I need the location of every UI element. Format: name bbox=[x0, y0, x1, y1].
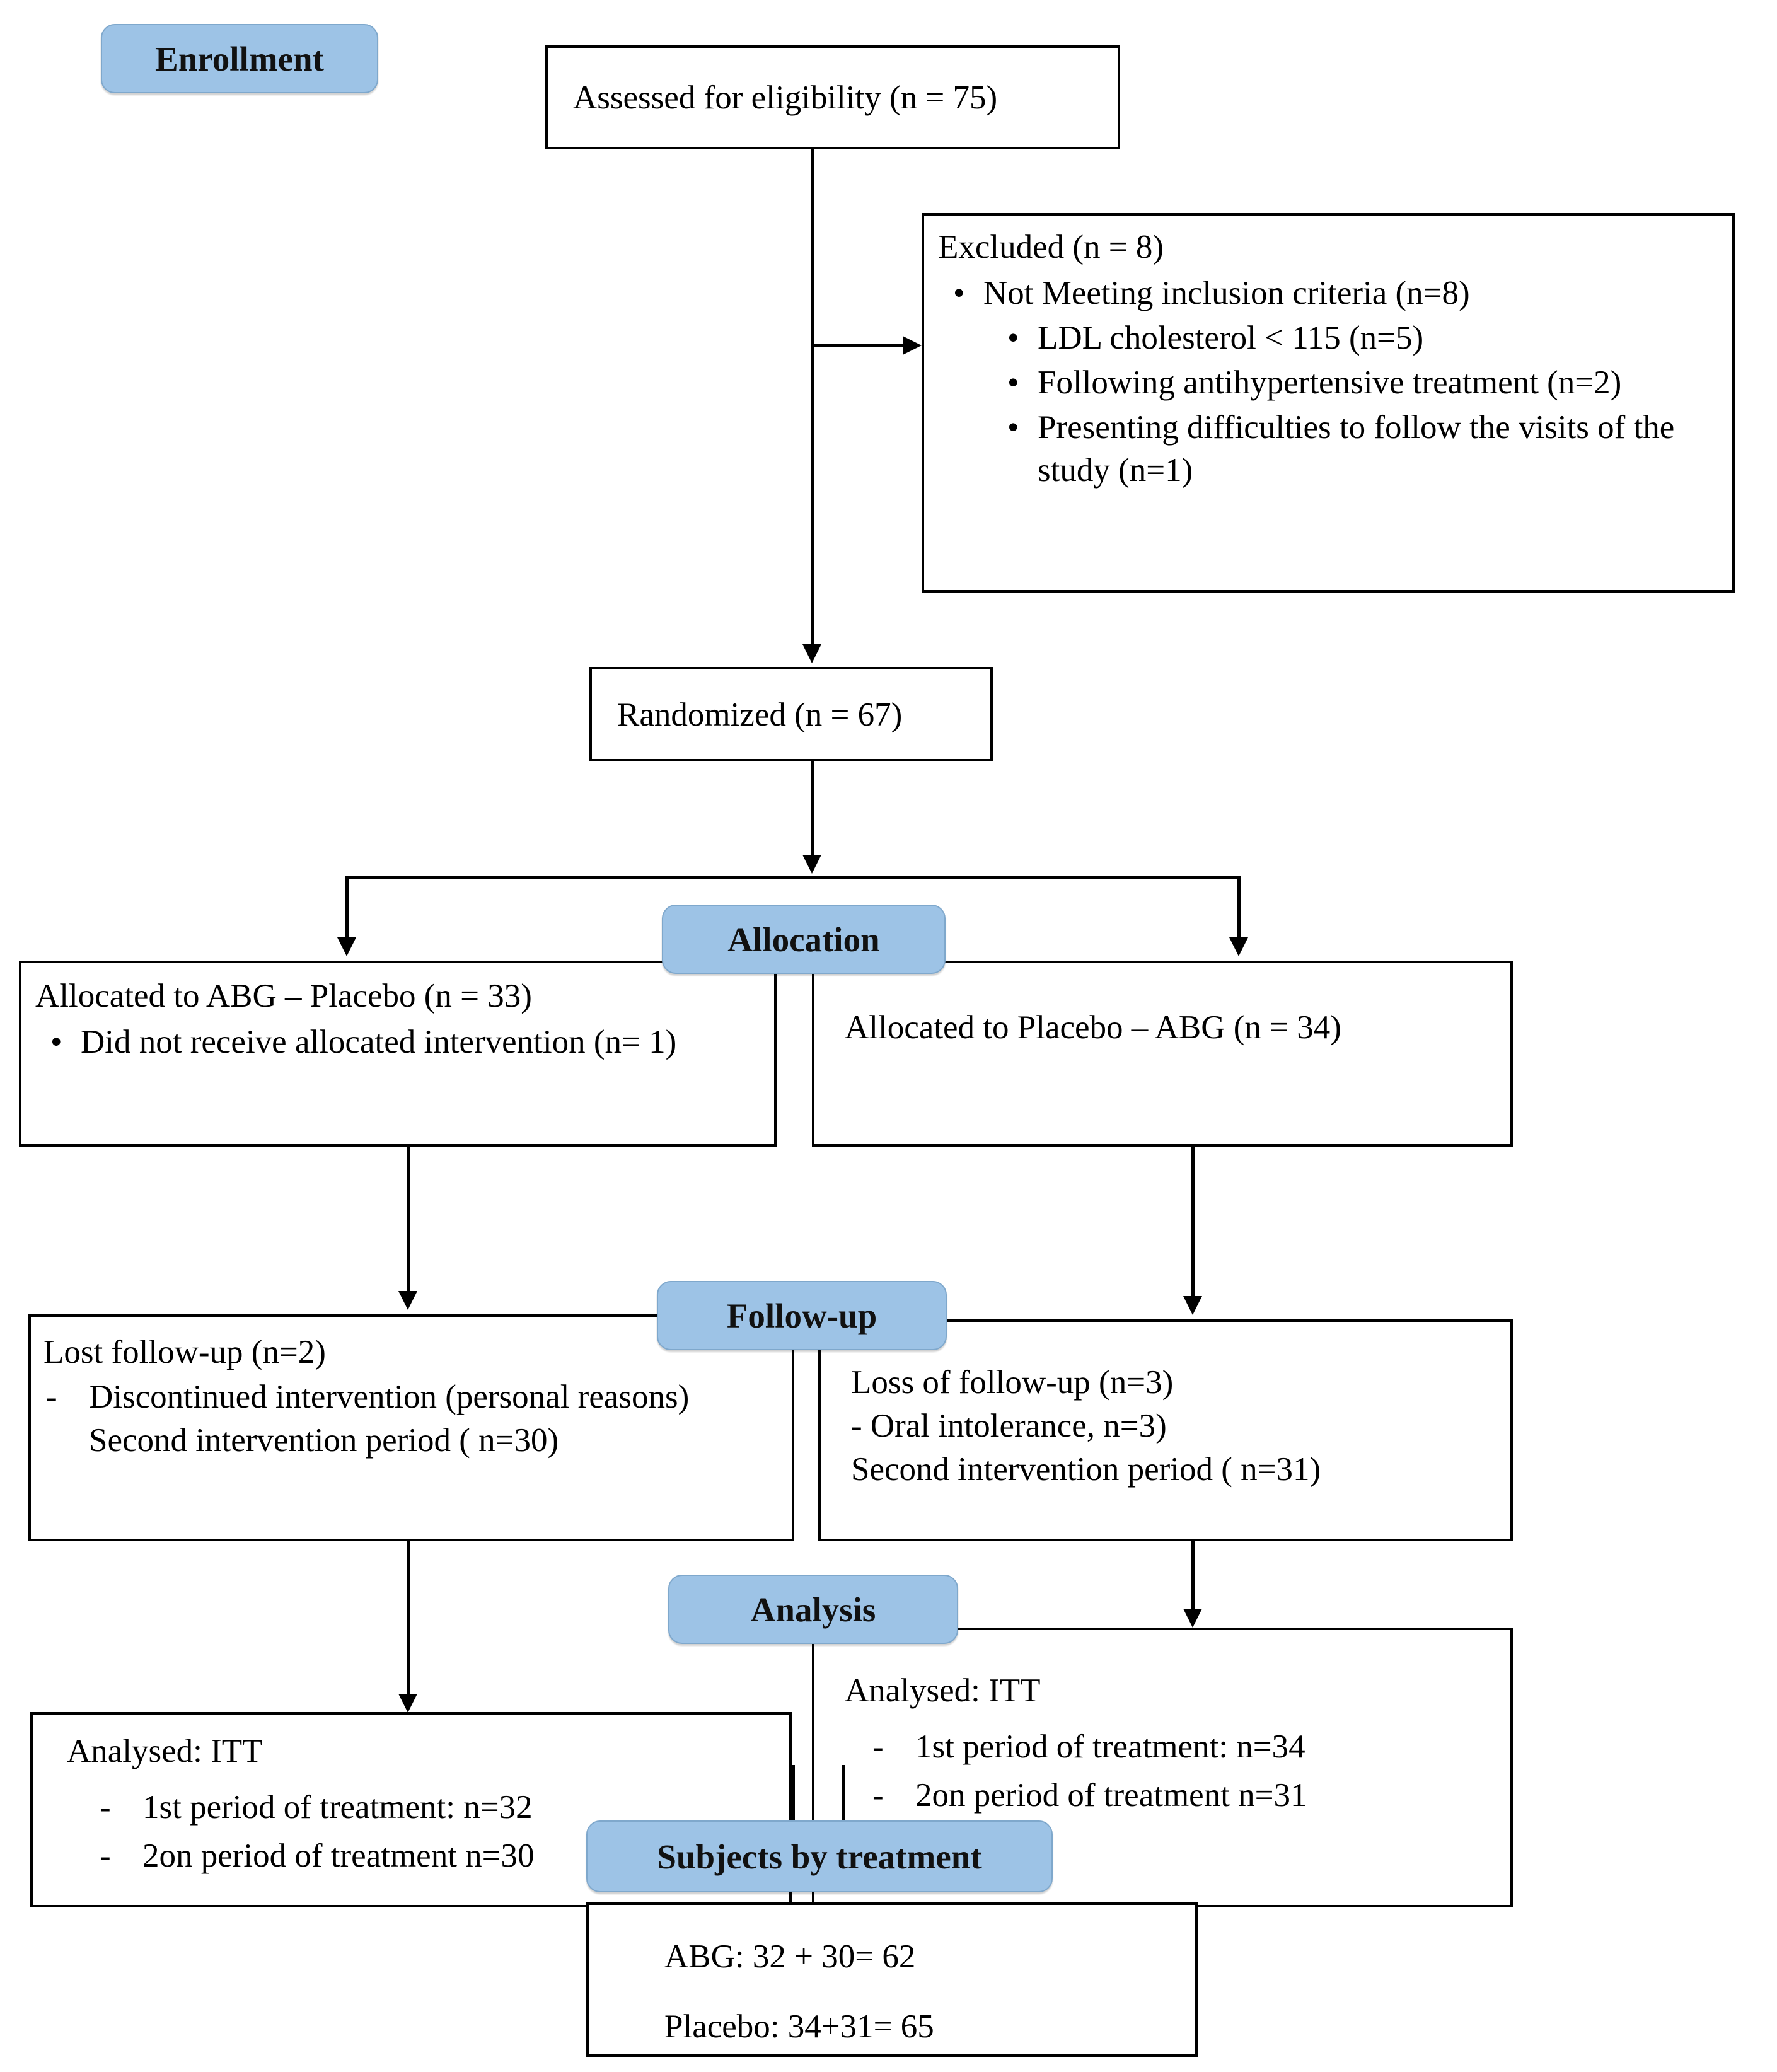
assessed-text: Assessed for eligibility (n = 75) bbox=[573, 79, 998, 116]
stage-badge-allocation: Allocation bbox=[662, 905, 946, 974]
bullet-icon: • bbox=[1007, 364, 1019, 401]
list-item: • Presenting difficulties to follow the … bbox=[992, 406, 1721, 493]
connector-followup-right-down bbox=[1191, 1541, 1195, 1611]
connector-analysis-left-down bbox=[792, 1765, 795, 1847]
list-item: • Following antihypertensive treatment (… bbox=[992, 361, 1721, 405]
connector-analysis-right-down bbox=[842, 1765, 845, 1847]
analysis-left-title: Analysed: ITT bbox=[67, 1733, 263, 1769]
followup-left-items: - Discontinued intervention (personal re… bbox=[43, 1375, 780, 1419]
followup-right-title: Loss of follow-up (n=3) bbox=[851, 1364, 1174, 1401]
box-assessed-for-eligibility: Assessed for eligibility (n = 75) bbox=[545, 45, 1120, 149]
list-item: - Discontinued intervention (personal re… bbox=[43, 1375, 780, 1419]
arrow-to-followup-right bbox=[1183, 1296, 1202, 1315]
box-subject-totals: ABG: 32 + 30= 62 Placebo: 34+31= 65 bbox=[586, 1902, 1198, 2057]
stage-badge-analysis: Analysis bbox=[668, 1575, 958, 1644]
list-item: • LDL cholesterol < 115 (n=5) bbox=[992, 316, 1721, 360]
stage-badge-subjects-by-treatment: Subjects by treatment bbox=[586, 1820, 1053, 1892]
connector-split-left bbox=[345, 876, 349, 939]
analysis-right-title: Analysed: ITT bbox=[845, 1672, 1041, 1709]
arrow-to-allocation-right bbox=[1229, 937, 1248, 956]
box-excluded: Excluded (n = 8) • Not Meeting inclusion… bbox=[922, 213, 1735, 593]
excluded-subitems: • LDL cholesterol < 115 (n=5) • Followin… bbox=[992, 316, 1721, 493]
bullet-icon: • bbox=[953, 274, 965, 311]
list-item-label: Not Meeting inclusion criteria (n=8) bbox=[983, 274, 1470, 311]
split-bar-allocation bbox=[345, 876, 1241, 879]
list-item-label: Did not receive allocated intervention (… bbox=[81, 1023, 677, 1060]
box-followup-right: Loss of follow-up (n=3) - Oral intoleran… bbox=[818, 1319, 1513, 1541]
arrow-to-analysis-left bbox=[398, 1694, 417, 1713]
stage-badge-followup-label: Follow-up bbox=[726, 1296, 877, 1335]
box-randomized: Randomized (n = 67) bbox=[589, 667, 993, 761]
box-allocated-right: Allocated to Placebo – ABG (n = 34) bbox=[812, 961, 1513, 1147]
stage-badge-allocation-label: Allocation bbox=[727, 920, 880, 959]
arrow-to-allocation-left bbox=[337, 937, 356, 956]
allocated-left-title: Allocated to ABG – Placebo (n = 33) bbox=[35, 978, 532, 1014]
list-item-label: 2on period of treatment n=30 bbox=[142, 1837, 535, 1874]
list-item: - 2on period of treatment n=31 bbox=[870, 1774, 1499, 1817]
allocated-left-items: • Did not receive allocated intervention… bbox=[35, 1021, 763, 1064]
bullet-icon: • bbox=[1007, 408, 1019, 446]
connector-split-right bbox=[1237, 876, 1241, 939]
stage-badge-enrollment-label: Enrollment bbox=[155, 39, 324, 78]
followup-right-item: - Oral intolerance, n=3) bbox=[851, 1407, 1167, 1444]
connector-assessed-down bbox=[811, 149, 814, 647]
allocated-right-title: Allocated to Placebo – ABG (n = 34) bbox=[845, 1009, 1341, 1046]
list-item-label: Following antihypertensive treatment (n=… bbox=[1038, 364, 1622, 401]
box-followup-left: Lost follow-up (n=2) - Discontinued inte… bbox=[28, 1314, 794, 1541]
dash-icon: - bbox=[100, 1837, 111, 1874]
analysis-right-items: - 1st period of treatment: n=34 - 2on pe… bbox=[870, 1725, 1499, 1817]
dash-icon: - bbox=[872, 1776, 884, 1814]
box-analysis-left: Analysed: ITT - 1st period of treatment:… bbox=[30, 1712, 792, 1907]
bullet-icon: • bbox=[1007, 319, 1019, 356]
list-item-label: 2on period of treatment n=31 bbox=[915, 1776, 1307, 1814]
stage-badge-subjects-by-treatment-label: Subjects by treatment bbox=[657, 1837, 982, 1876]
list-item-label: 1st period of treatment: n=34 bbox=[915, 1728, 1305, 1765]
list-item: - 1st period of treatment: n=34 bbox=[870, 1725, 1499, 1769]
connector-to-excluded bbox=[811, 344, 905, 347]
followup-left-footer: Second intervention period ( n=30) bbox=[89, 1421, 559, 1459]
dash-icon: - bbox=[100, 1788, 111, 1826]
stage-badge-enrollment: Enrollment bbox=[101, 24, 378, 93]
list-item: - 1st period of treatment: n=32 bbox=[97, 1786, 778, 1829]
list-item: • Not Meeting inclusion criteria (n=8) bbox=[938, 272, 1721, 315]
followup-left-title: Lost follow-up (n=2) bbox=[43, 1334, 326, 1370]
excluded-title: Excluded (n = 8) bbox=[938, 229, 1164, 265]
arrow-to-analysis-right bbox=[1183, 1609, 1202, 1628]
list-item-label: Discontinued intervention (personal reas… bbox=[89, 1378, 690, 1415]
list-item: • Did not receive allocated intervention… bbox=[35, 1021, 763, 1064]
list-item-label: Presenting difficulties to follow the vi… bbox=[1038, 408, 1675, 489]
arrow-to-excluded bbox=[903, 336, 922, 355]
stage-badge-analysis-label: Analysis bbox=[750, 1590, 876, 1629]
excluded-items: • Not Meeting inclusion criteria (n=8) bbox=[938, 272, 1721, 315]
stage-badge-followup: Follow-up bbox=[657, 1281, 947, 1350]
dash-icon: - bbox=[872, 1728, 884, 1765]
list-item: - 2on period of treatment n=30 bbox=[97, 1834, 778, 1878]
dash-icon: - bbox=[46, 1378, 57, 1415]
followup-right-footer: Second intervention period ( n=31) bbox=[851, 1450, 1321, 1488]
randomized-text: Randomized (n = 67) bbox=[617, 697, 903, 733]
connector-randomized-down bbox=[811, 761, 814, 857]
connector-alloc-right-down bbox=[1191, 1147, 1195, 1298]
total-abg: ABG: 32 + 30= 62 bbox=[664, 1938, 916, 1975]
bullet-icon: • bbox=[50, 1023, 62, 1060]
arrow-to-followup-left bbox=[398, 1291, 417, 1310]
analysis-left-items: - 1st period of treatment: n=32 - 2on pe… bbox=[97, 1786, 778, 1878]
connector-followup-left-down bbox=[407, 1541, 410, 1696]
list-item-label: 1st period of treatment: n=32 bbox=[142, 1788, 533, 1826]
list-item-label: LDL cholesterol < 115 (n=5) bbox=[1038, 319, 1424, 356]
total-placebo: Placebo: 34+31= 65 bbox=[664, 2008, 934, 2045]
arrow-to-randomized bbox=[802, 644, 821, 663]
arrow-randomized-split bbox=[802, 855, 821, 874]
box-allocated-left: Allocated to ABG – Placebo (n = 33) • Di… bbox=[19, 961, 777, 1147]
connector-alloc-left-down bbox=[407, 1147, 410, 1293]
